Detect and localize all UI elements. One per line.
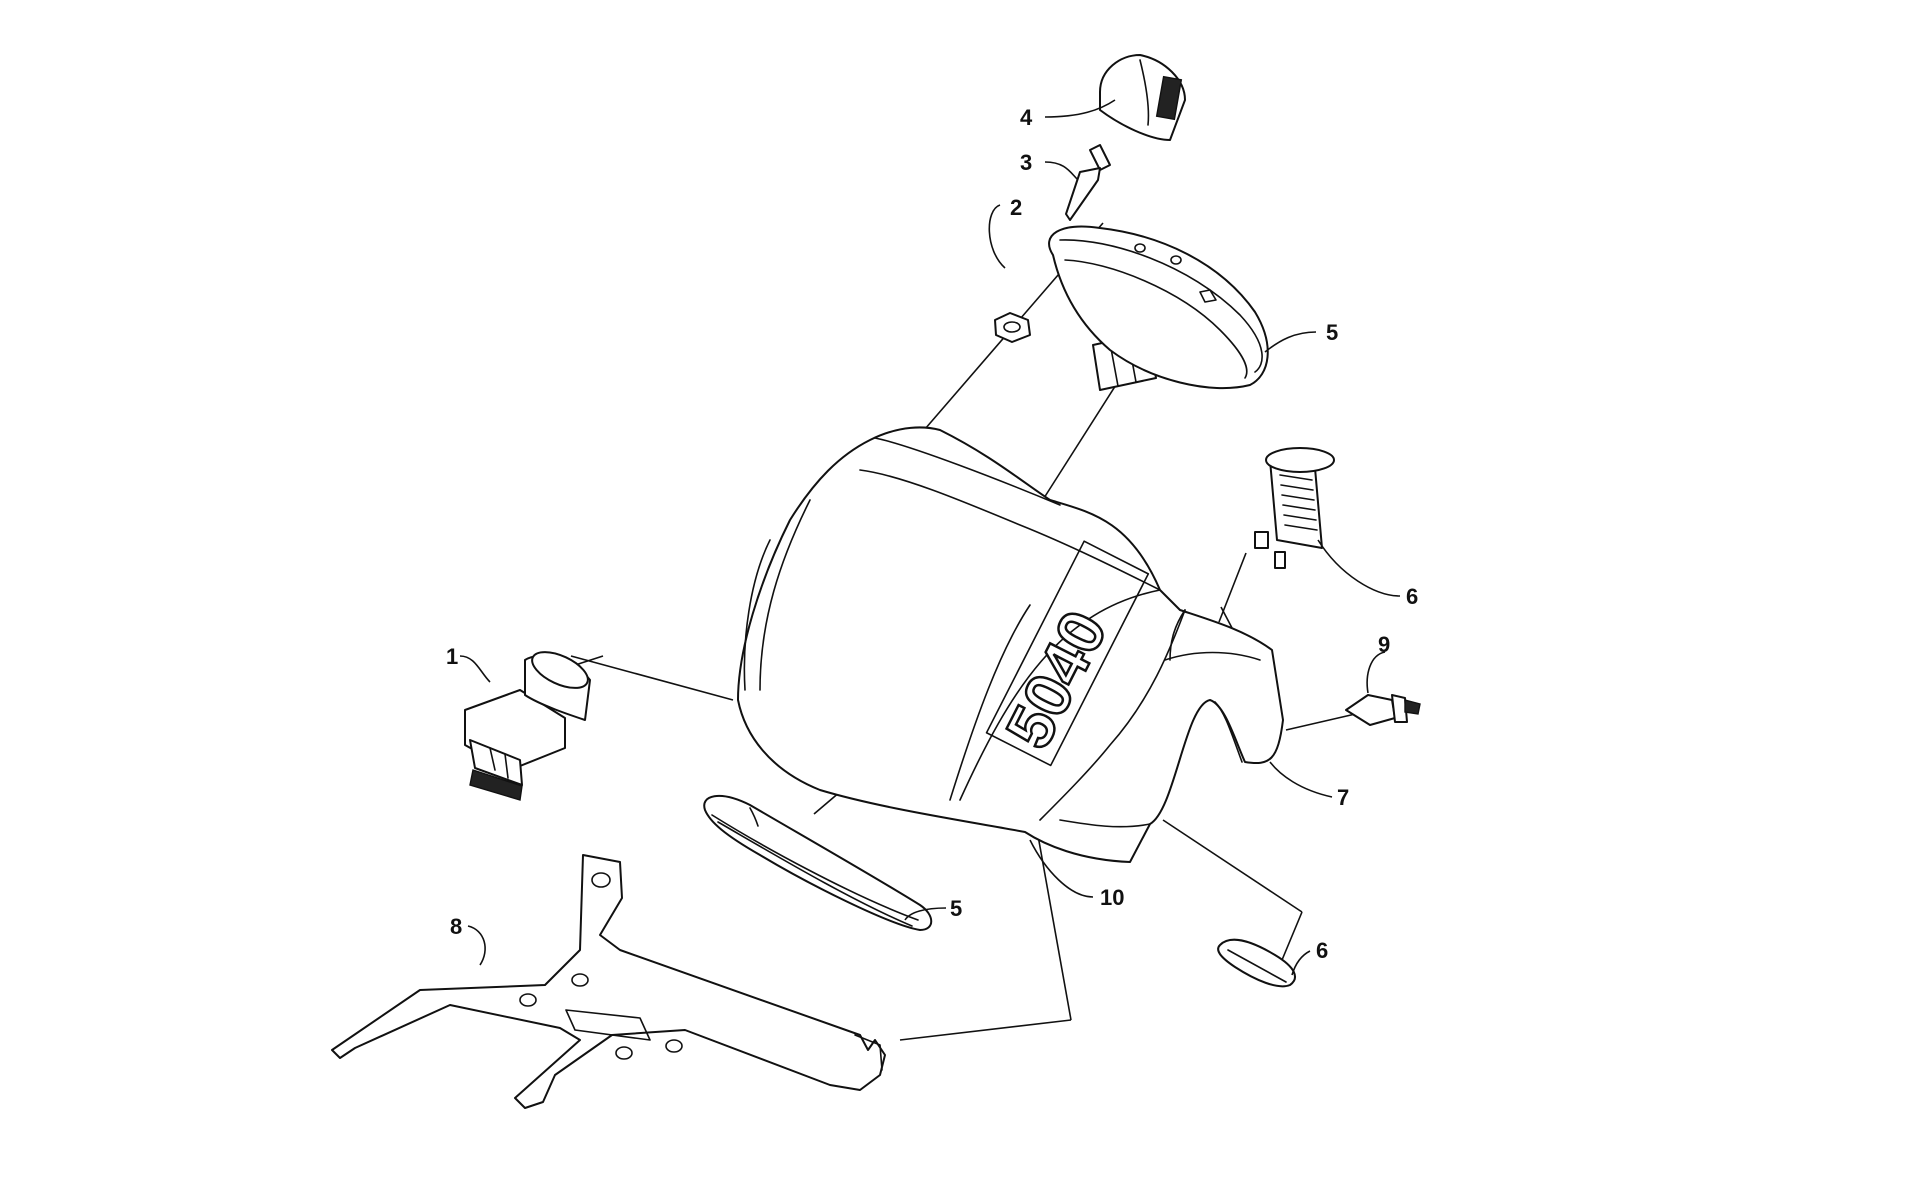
callout-9: 9 bbox=[1378, 632, 1390, 657]
gauge-bezel-ring bbox=[703, 794, 933, 931]
callout-6-lower: 6 bbox=[1316, 938, 1328, 963]
ignition-switch bbox=[464, 651, 591, 801]
callout-7: 7 bbox=[1337, 785, 1349, 810]
push-rivet bbox=[1345, 694, 1421, 726]
callout-labels: 4 3 2 5 6 9 7 10 5 6 1 8 bbox=[446, 105, 1418, 963]
callout-5-upper: 5 bbox=[1326, 320, 1338, 345]
callout-10: 10 bbox=[1100, 885, 1124, 910]
ignition-grommet bbox=[994, 312, 1031, 343]
callout-1: 1 bbox=[446, 644, 458, 669]
callout-4: 4 bbox=[1020, 105, 1033, 130]
hood-dash-cover bbox=[737, 426, 1284, 863]
ignition-key-cap bbox=[1099, 54, 1186, 141]
ignition-key bbox=[1065, 144, 1111, 221]
instrument-gauge bbox=[1048, 225, 1269, 391]
callout-6-upper: 6 bbox=[1406, 584, 1418, 609]
outlet-retaining-nut bbox=[1217, 938, 1296, 988]
callout-3: 3 bbox=[1020, 150, 1032, 175]
callout-leaders bbox=[459, 99, 1401, 976]
callout-8: 8 bbox=[450, 914, 462, 939]
mounting-bracket bbox=[331, 854, 886, 1109]
callout-2: 2 bbox=[1010, 195, 1022, 220]
callout-5-lower: 5 bbox=[950, 896, 962, 921]
power-outlet-socket bbox=[1254, 447, 1335, 569]
